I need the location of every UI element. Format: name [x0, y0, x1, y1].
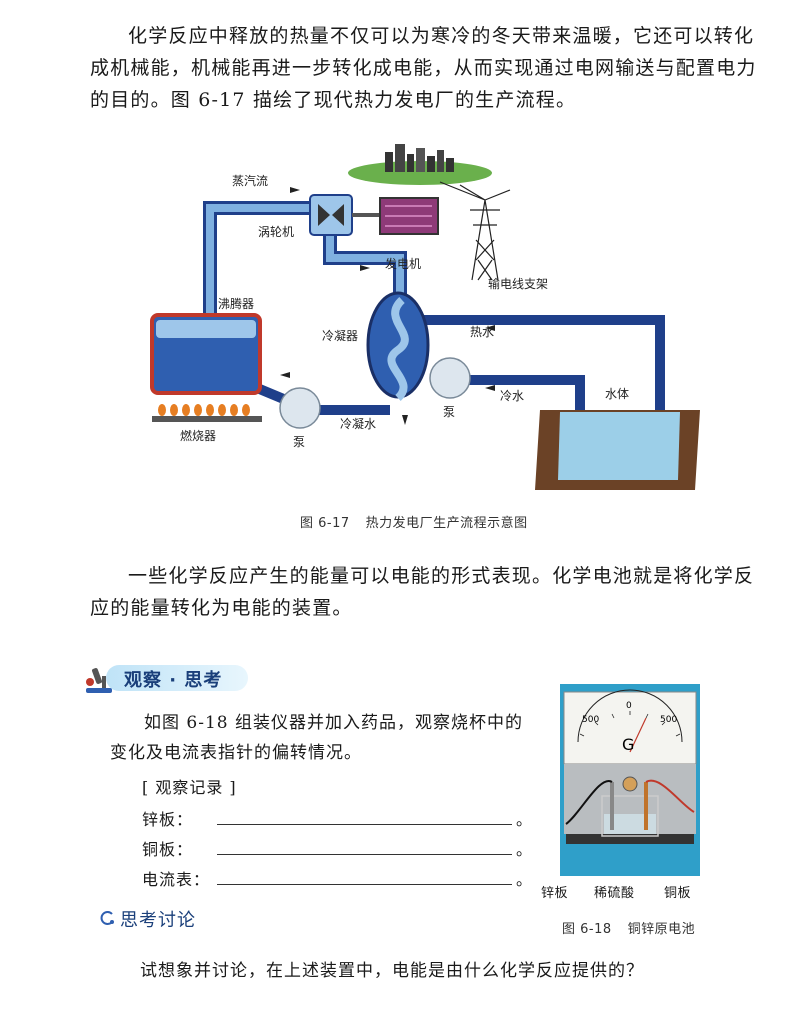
label-generator: 发电机: [385, 256, 421, 271]
label-condensed-water: 冷凝水: [340, 416, 376, 431]
intro-paragraph: 化学反应中释放的热量不仅可以为寒冷的冬天带来温暖，它还可以转化成机械能，机械能再…: [90, 25, 757, 111]
label-pump-left: 泵: [293, 435, 305, 449]
section-banner: 观察 · 思考: [80, 662, 250, 693]
label-condenser: 冷凝器: [322, 328, 358, 343]
discussion-question: 试想象并讨论，在上述装置中，电能是由什么化学反应提供的？: [140, 961, 644, 981]
photo-label-copper: 铜板: [664, 886, 692, 901]
photo-label-acid: 稀硫酸: [594, 886, 635, 901]
power-plant-diagram: 蒸汽流 涡轮机 发电机 输电线支架 沸腾器 冷凝器 热水 冷水 冷凝水 水体 泵…: [150, 144, 700, 490]
flow-arrows: [280, 187, 495, 425]
label-transmission: 输电线支架: [488, 276, 548, 291]
condenser-icon: [366, 291, 430, 401]
label-steam: 蒸汽流: [232, 173, 268, 188]
figure-6-18-caption: 图 6-18 铜锌原电池: [562, 918, 695, 937]
generator-icon: [379, 197, 439, 235]
record-title: [ 观察记录 ]: [142, 778, 237, 797]
label-water-body: 水体: [605, 387, 629, 401]
caption-number-2: 图 6-18: [562, 922, 612, 937]
discussion-title: 思考讨论: [120, 910, 196, 931]
pump-left-icon: [279, 387, 321, 429]
label-boiler: 沸腾器: [218, 296, 254, 311]
answer-line-zinc[interactable]: [217, 824, 512, 825]
label-turbine: 涡轮机: [258, 225, 294, 239]
discussion-icon: [100, 911, 114, 925]
label-pump-right: 泵: [443, 405, 455, 419]
caption-number: 图 6-17: [300, 516, 350, 531]
turbine-icon: [309, 194, 380, 236]
figure-6-17-caption: 图 6-17 热力发电厂生产流程示意图: [300, 512, 528, 531]
observation-instruction: 如图 6-18 组装仪器并加入药品，观察烧杯中的变化及电流表指针的偏转情况。: [110, 713, 523, 763]
label-hot-water: 热水: [470, 325, 494, 339]
city-skyline-icon: [348, 144, 492, 185]
answer-line-ammeter[interactable]: [217, 884, 512, 885]
meter-tick-left: 500: [582, 715, 599, 725]
section-title: 观察 · 思考: [124, 670, 223, 691]
record-row-zinc: 锌板： 。: [142, 810, 534, 829]
caption-text-2: 铜锌原电池: [627, 922, 696, 937]
photo-label-zinc: 锌板: [541, 886, 569, 901]
galvanic-cell-photo: 500 0 500 G: [560, 684, 700, 876]
record-label-zinc: 锌板：: [142, 810, 194, 829]
record-label-ammeter: 电流表：: [142, 870, 211, 889]
meter-tick-zero: 0: [626, 701, 632, 711]
boiler-icon: [150, 313, 262, 395]
caption-text: 热力发电厂生产流程示意图: [365, 516, 528, 531]
record-label-copper: 铜板：: [142, 840, 194, 859]
transmission-tower-icon: [439, 181, 511, 281]
answer-line-copper[interactable]: [217, 854, 512, 855]
microscope-icon: [86, 668, 112, 693]
record-row-copper: 铜板： 。: [142, 840, 534, 859]
meter-tick-right: 500: [660, 715, 677, 725]
meter-letter: G: [622, 735, 634, 754]
record-row-ammeter: 电流表： 。: [142, 870, 534, 889]
battery-paragraph: 一些化学反应产生的能量可以电能的形式表现。化学电池就是将化学反应的能量转化为电能…: [90, 565, 755, 619]
label-burner: 燃烧器: [180, 428, 216, 443]
label-cold-water: 冷水: [500, 389, 524, 403]
burner-icon: [152, 404, 262, 422]
pump-right-icon: [429, 357, 471, 399]
water-body-icon: [535, 410, 700, 490]
